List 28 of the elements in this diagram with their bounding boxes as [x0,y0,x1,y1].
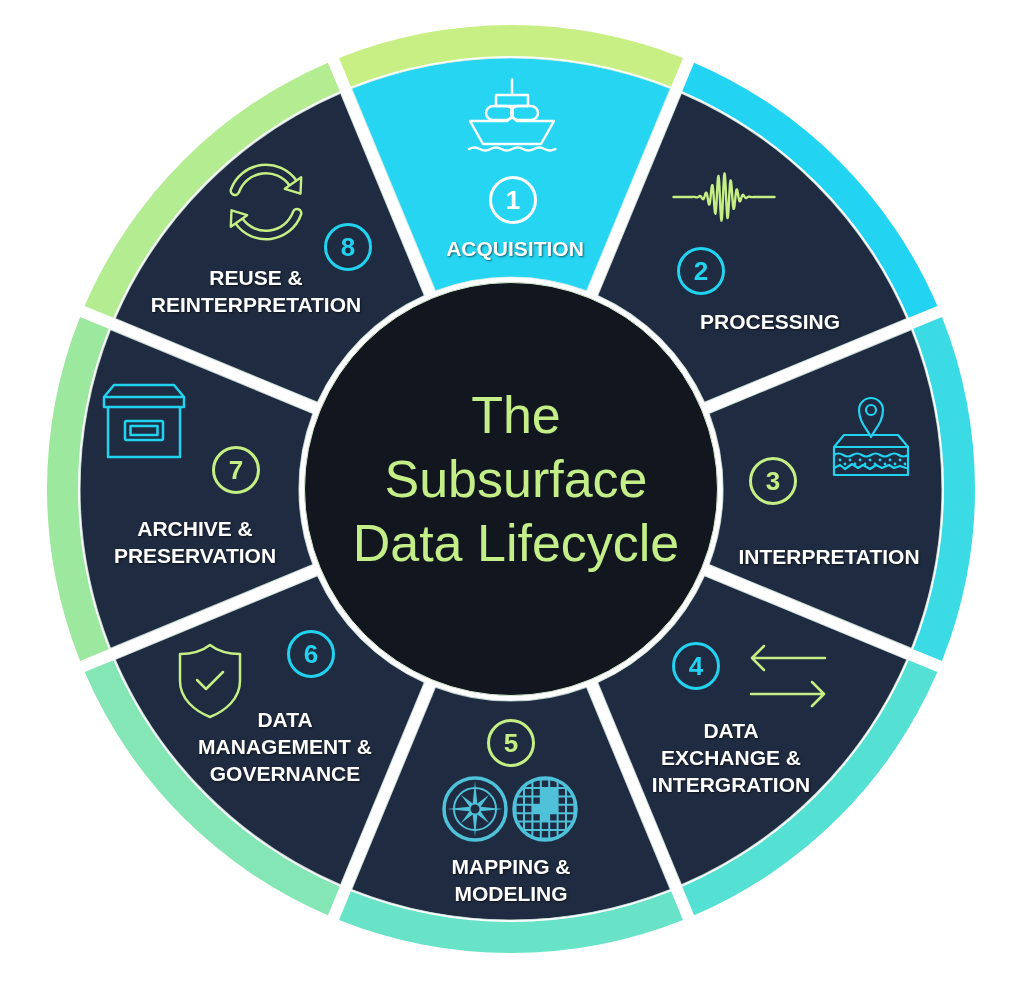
step-number-circle [287,630,335,678]
stage-label: ARCHIVE & PRESERVATION [112,516,278,569]
step-number-circle [489,176,537,224]
stage-label: INTERPRETATION [737,543,921,570]
step-number: 2 [693,258,709,284]
step-number-circle [487,719,535,767]
step-number: 6 [303,641,319,667]
wheel-segment [596,92,908,404]
stage-label: DATA MANAGEMENT & GOVERNANCE [197,706,373,787]
step-number: 5 [503,730,519,756]
step-number-circle [212,446,260,494]
stage-label: DATA EXCHANGE & INTERGRATION [650,717,812,798]
wheel-segment [708,328,943,650]
stage-label: PROCESSING [699,308,841,335]
stage-label: REUSE & REINTERPRETATION [149,265,363,318]
step-number: 8 [340,234,356,260]
step-number: 3 [765,468,781,494]
step-number: 1 [505,187,521,213]
step-number-circle [672,642,720,690]
wheel-segment [114,92,426,404]
hub-title: The Subsurface Data Lifecycle [351,385,681,574]
step-number: 7 [228,457,244,483]
step-number: 4 [688,653,704,679]
step-number-circle [324,223,372,271]
stage-label: MAPPING & MODELING [450,854,572,907]
step-number-circle [749,457,797,505]
stage-label: ACQUISITION [445,235,585,262]
step-number-circle [677,247,725,295]
